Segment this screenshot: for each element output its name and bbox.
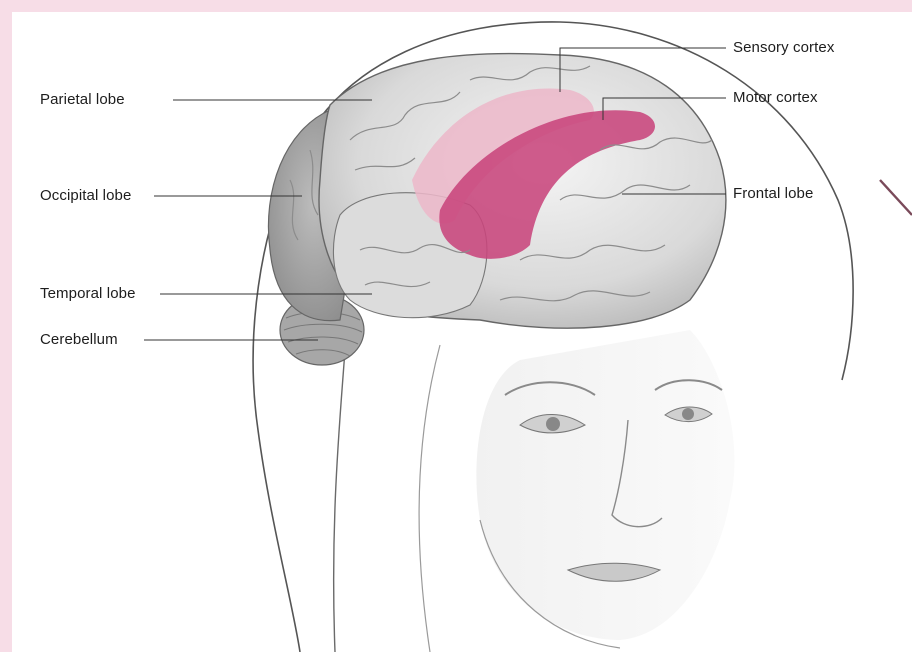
neck-outline <box>334 350 345 652</box>
label-frontal-lobe: Frontal lobe <box>733 185 813 203</box>
label-occipital-lobe: Occipital lobe <box>40 187 131 205</box>
label-sensory-cortex: Sensory cortex <box>733 39 834 57</box>
neck-inner <box>419 345 440 652</box>
label-temporal-lobe: Temporal lobe <box>40 285 136 303</box>
pointer-stick <box>880 180 912 215</box>
right-iris <box>682 408 694 420</box>
label-cerebellum: Cerebellum <box>40 331 118 349</box>
left-iris <box>546 417 560 431</box>
label-parietal-lobe: Parietal lobe <box>40 91 125 109</box>
face-outline <box>476 330 734 640</box>
label-motor-cortex: Motor cortex <box>733 89 818 107</box>
